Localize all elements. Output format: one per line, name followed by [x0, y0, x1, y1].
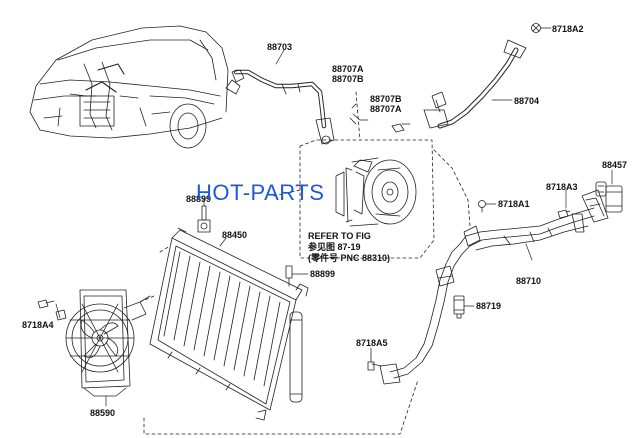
bolt-88899: [285, 265, 293, 287]
label-8718A3: 8718A3: [546, 182, 578, 192]
label-8718A4: 8718A4: [22, 320, 54, 330]
bolt-8718A4: [37, 299, 55, 309]
leader-lines: [55, 27, 613, 407]
condenser-88450: [149, 227, 309, 421]
label-88457: 88457: [602, 160, 628, 170]
refer-to-fig-line2: 参见图 87-19: [308, 242, 361, 252]
hose-88704: [423, 39, 527, 129]
label-88719: 88719: [476, 301, 502, 311]
label-88707B-top: 88707B: [332, 74, 364, 84]
liquid-pipe: [371, 263, 455, 385]
vehicle-outline: [29, 25, 229, 149]
watermark-text: HOT-PARTS: [196, 180, 325, 205]
refer-to-fig-line3: (零件号 PNC 88310): [308, 253, 391, 263]
compressor-reference-box: [273, 91, 471, 259]
label-8718A5: 8718A5: [356, 338, 388, 348]
bolt-88899-left: [197, 205, 211, 233]
bolt-8718A5: [367, 351, 375, 371]
label-88899-left: 88899: [186, 194, 212, 204]
fan-88590: [55, 289, 151, 397]
bolt-8718A2: [531, 23, 541, 33]
label-88707A-mid: 88707A: [370, 104, 402, 114]
hose-88703: [225, 69, 335, 145]
service-caps-88457: [595, 181, 623, 213]
bolt-8718A3: [557, 209, 571, 219]
label-88899: 88899: [310, 269, 336, 279]
label-88707B-mid: 88707B: [370, 94, 402, 104]
label-88450: 88450: [222, 230, 248, 240]
pressure-switch-88719: [453, 295, 465, 319]
label-88704: 88704: [514, 96, 540, 106]
bolt-88707: [349, 103, 405, 133]
label-88707A-top: 88707A: [332, 64, 364, 74]
label-88590: 88590: [90, 408, 116, 418]
label-8718A1: 8718A1: [498, 199, 530, 209]
bolt-8718A1: [478, 200, 486, 213]
refer-to-fig-line1: REFER TO FIG: [308, 231, 371, 241]
compressor: [335, 157, 417, 227]
label-88703: 88703: [267, 42, 293, 52]
pipe-88710: [445, 189, 609, 267]
label-88710: 88710: [516, 276, 542, 286]
label-8718A2: 8718A2: [552, 24, 584, 34]
